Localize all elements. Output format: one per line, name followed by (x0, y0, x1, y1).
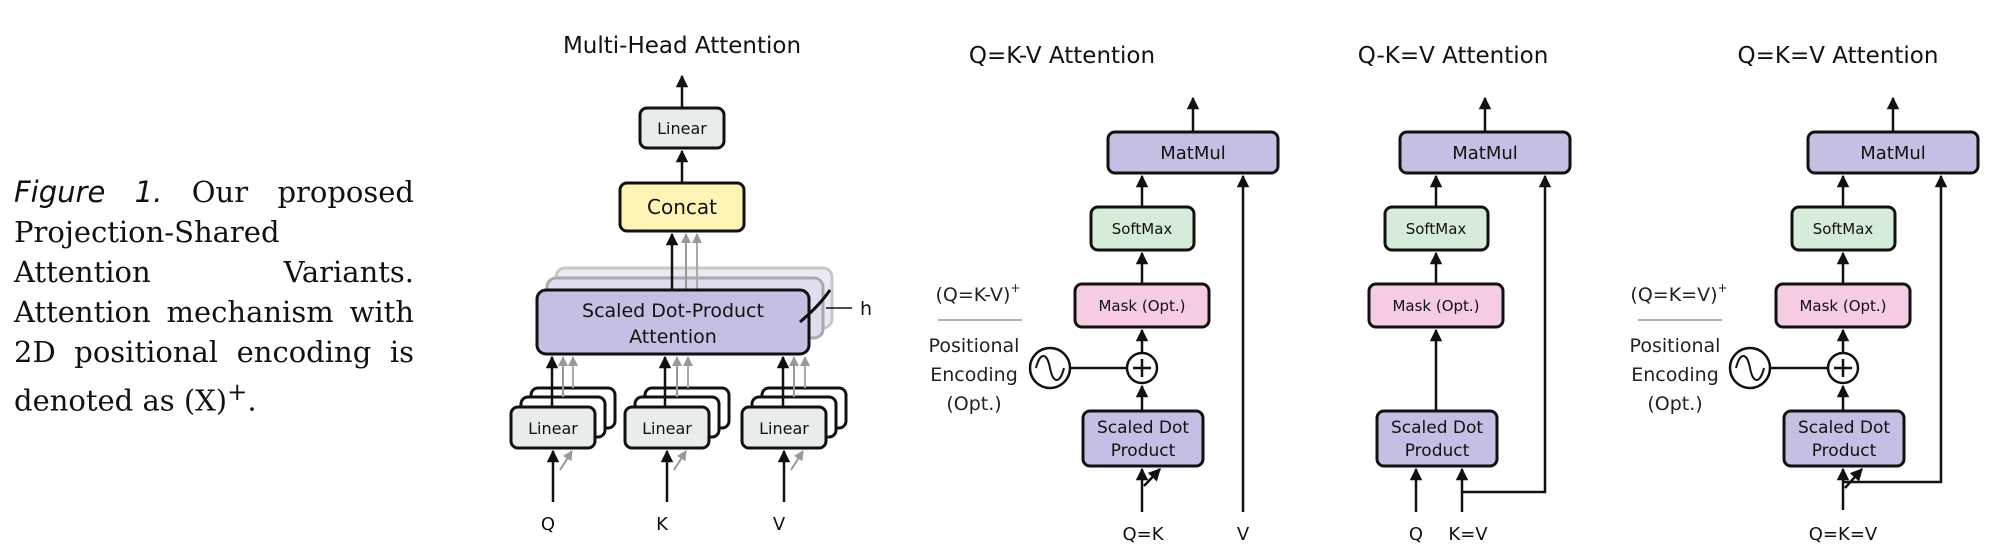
v2-mask-label: Mask (Opt.) (1392, 297, 1479, 315)
v2-kv-bypass-arrow (1462, 174, 1552, 494)
v1-sdp-label-2: Product (1111, 441, 1176, 461)
v3-sine-wave-path (1735, 355, 1765, 381)
mh-linear-k-stack: Linear K (623, 355, 731, 535)
v1-pe-formula: (Q=K-V)+ (936, 281, 1021, 306)
mh-sdpa-label-1: Scaled Dot-Product (582, 300, 764, 322)
v2-title: Q-K=V Attention (1358, 43, 1549, 69)
multi-head-attention-panel: Multi-Head Attention Linear Concat Scale… (509, 33, 872, 535)
v3-softmax-box (1790, 205, 1897, 252)
v1-matmul-label: MatMul (1160, 143, 1226, 164)
v3-matmul-label: MatMul (1860, 143, 1926, 164)
qkv-attention-panel: Q=K=V Attention MatMul SoftMax Mask (Opt… (1630, 43, 1980, 545)
mh-linear-q-box (509, 405, 597, 450)
mh-sdpa-label-2: Attention (629, 326, 717, 348)
v1-pe-line3: (Opt.) (946, 393, 1001, 415)
mh-q-input-arrow-2 (559, 450, 573, 471)
mh-linear-v-box (740, 405, 828, 450)
v1-mask-label: Mask (Opt.) (1098, 297, 1185, 315)
mh-linear-v-stack: Linear V (740, 355, 848, 535)
v1-input-right: V (1237, 524, 1250, 545)
v1-input-left: Q=K (1122, 524, 1164, 545)
mh-k-input-arrow-2 (673, 450, 687, 471)
mh-linear-top-label: Linear (657, 119, 707, 138)
v2-sdp-label-2: Product (1405, 441, 1470, 461)
v3-pe-formula: (Q=K=V)+ (1630, 281, 1727, 306)
mh-linear-v-label: Linear (759, 419, 809, 438)
v2-softmax-label: SoftMax (1406, 220, 1467, 238)
caption-superscript: + (227, 378, 248, 406)
caption-text: Our proposed Projection-Shared Attention… (14, 175, 414, 418)
v3-sdp-box (1782, 409, 1906, 468)
v2-input-right: K=V (1448, 524, 1488, 545)
v2-input-left: Q (1409, 524, 1423, 545)
v2-matmul-label: MatMul (1452, 143, 1518, 164)
v3-sdp-label-2: Product (1812, 441, 1877, 461)
figure-label: Figure 1. (14, 175, 163, 209)
v3-input-arrow-2 (1844, 468, 1863, 489)
caption-end: . (247, 383, 257, 418)
mh-linear-k-label: Linear (642, 419, 692, 438)
mh-concat-box (618, 181, 746, 233)
v3-pe-line1: Positional (1630, 335, 1721, 357)
v1-mask-box (1073, 282, 1211, 329)
v1-matmul-box (1106, 130, 1280, 175)
mh-sdpa-box (535, 288, 811, 356)
v3-bypass-arrow (1843, 174, 1948, 484)
mh-h-bracket (799, 289, 832, 324)
v1-qk-input-arrow-2 (1143, 468, 1161, 487)
v3-mask-label: Mask (Opt.) (1799, 297, 1886, 315)
v1-pe-line1: Positional (929, 335, 1020, 357)
v2-mask-box (1367, 282, 1505, 329)
mh-concat-label: Concat (647, 195, 717, 219)
mh-linear-q-label: Linear (528, 419, 578, 438)
v3-matmul-box (1806, 130, 1980, 175)
multihead-title: Multi-Head Attention (563, 33, 801, 59)
v3-pe-line2: Encoding (1631, 364, 1719, 386)
v2-matmul-box (1398, 130, 1572, 175)
v2-softmax-box (1383, 205, 1490, 252)
mh-linear-q-stack: Linear Q (509, 355, 617, 535)
v3-input: Q=K=V (1809, 524, 1878, 545)
v3-sdp-label-1: Scaled Dot (1798, 418, 1890, 438)
v1-pe-line2: Encoding (930, 364, 1018, 386)
v2-sdp-label-1: Scaled Dot (1391, 418, 1483, 438)
v3-mask-box (1774, 282, 1912, 329)
v1-softmax-label: SoftMax (1112, 220, 1173, 238)
mh-v-input-arrow-2 (790, 450, 804, 471)
mh-input-k: K (656, 514, 669, 535)
figure-caption: Figure 1. Our proposed Projection-Shared… (14, 172, 414, 421)
v2-sdp-box (1375, 409, 1499, 468)
v1-sdp-box (1081, 409, 1205, 468)
v3-title: Q=K=V Attention (1738, 43, 1939, 69)
v3-pe-line3: (Opt.) (1647, 393, 1702, 415)
v1-softmax-box (1089, 205, 1196, 252)
qk-v-attention-panel: Q=K-V Attention MatMul SoftMax Mask (Opt… (929, 43, 1280, 545)
v1-sine-wave-path (1035, 355, 1065, 381)
v1-sdp-label-1: Scaled Dot (1097, 418, 1189, 438)
q-kv-attention-panel: Q-K=V Attention MatMul SoftMax Mask (Opt… (1358, 43, 1572, 545)
v3-softmax-label: SoftMax (1813, 220, 1874, 238)
v1-title: Q=K-V Attention (969, 43, 1155, 69)
mh-linear-k-box (623, 405, 711, 450)
mh-input-v: V (773, 514, 786, 535)
mh-h-label: h (860, 298, 872, 320)
mh-linear-top-box (638, 106, 726, 150)
mh-input-q: Q (541, 514, 555, 535)
